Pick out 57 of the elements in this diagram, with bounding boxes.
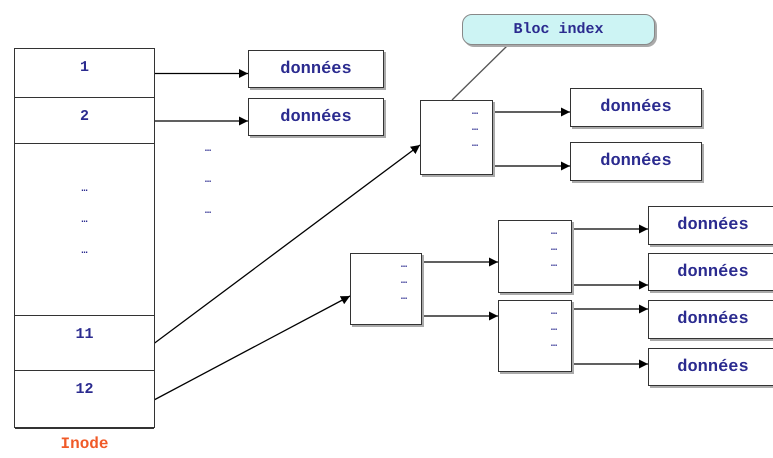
block-label: données: [677, 262, 749, 282]
ellipsis: …: [80, 245, 88, 259]
arrow: [422, 311, 498, 321]
ellipsis: …: [550, 242, 557, 256]
ellipsis: …: [400, 259, 407, 273]
ellipsis: …: [472, 106, 478, 120]
data-block: [648, 206, 773, 245]
data-block: [648, 300, 773, 339]
arrow: [154, 116, 248, 126]
arrow: [572, 304, 648, 314]
ellipsis: …: [80, 183, 88, 197]
block-label: données: [600, 152, 672, 171]
data-block: [648, 253, 773, 291]
ellipsis: …: [205, 206, 212, 217]
ellipsis: …: [80, 214, 88, 228]
row-number: 1: [78, 59, 90, 76]
data-block: [248, 50, 384, 88]
block-label: données: [677, 310, 749, 329]
block-label: données: [280, 108, 352, 126]
callout-text: Bloc index: [513, 21, 604, 38]
ellipsis: …: [550, 338, 557, 352]
row-number: 2: [78, 108, 90, 125]
table-caption: Inode: [59, 435, 110, 453]
block-label: données: [677, 358, 749, 376]
arrow: [422, 257, 498, 267]
ellipsis: …: [550, 322, 557, 336]
arrow: [154, 68, 248, 78]
index-block: [350, 253, 422, 325]
block-label: données: [600, 98, 672, 117]
row-number: 11: [74, 326, 94, 343]
data-block: [570, 142, 702, 181]
arrow: [493, 107, 570, 117]
data-block: [570, 88, 702, 127]
data-block: [648, 348, 773, 386]
index-block: [498, 220, 572, 293]
ellipsis: …: [472, 138, 478, 152]
block-label: données: [280, 60, 352, 78]
index-block: [498, 300, 572, 372]
arrow: [493, 161, 570, 171]
ellipsis: …: [550, 226, 557, 240]
arrow: [154, 144, 420, 344]
ellipsis: …: [550, 306, 557, 320]
callout-bubble: [462, 14, 655, 45]
arrow: [154, 295, 350, 401]
arrow: [572, 280, 648, 290]
ellipsis: …: [205, 144, 212, 155]
ellipsis: …: [550, 258, 557, 272]
ellipsis: …: [400, 275, 407, 289]
index-block: [420, 100, 493, 175]
ellipsis: …: [205, 175, 212, 186]
row-number: 12: [74, 381, 94, 398]
arrow: [572, 359, 648, 369]
arrow: [572, 224, 648, 234]
data-block: [248, 98, 384, 136]
block-label: données: [677, 216, 749, 235]
ellipsis: …: [472, 122, 478, 136]
ellipsis: …: [400, 291, 407, 305]
